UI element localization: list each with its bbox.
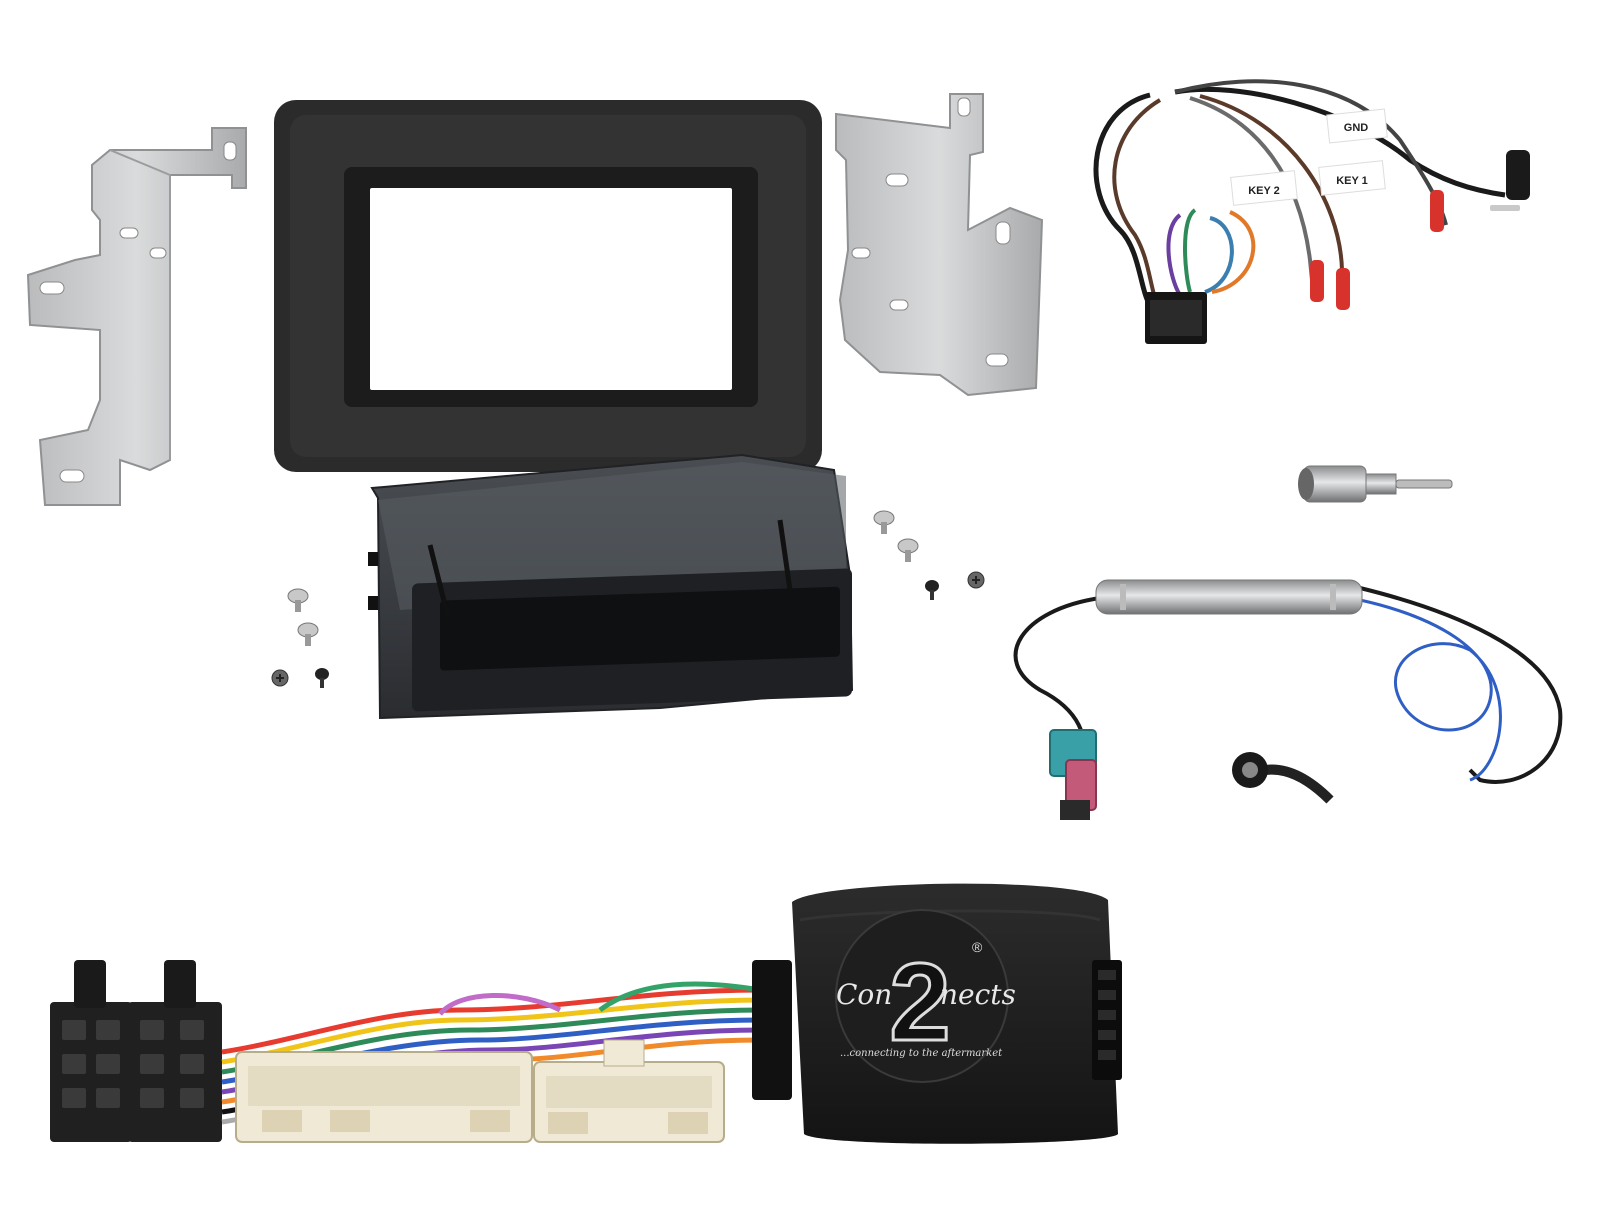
- brand-registered-mark: ®: [972, 939, 983, 955]
- steering-harness-wires: [1093, 79, 1506, 307]
- vehicle-connector-large: [235, 1051, 533, 1143]
- jack-plug-3-5mm: [1490, 150, 1530, 211]
- gnd-label: GND: [1344, 122, 1369, 134]
- storage-pocket: [368, 453, 854, 720]
- screws-right: [873, 510, 985, 600]
- steering-interface-box: [752, 883, 1122, 1144]
- right-mounting-bracket: [835, 93, 1044, 397]
- antenna-adapter-plug: [1298, 465, 1453, 503]
- brand-name-right: nects: [940, 978, 1016, 1011]
- iso-connector-pair: [50, 960, 222, 1142]
- key1-tag: KEY 1: [1318, 160, 1386, 196]
- red-bullet-plugs: [1310, 190, 1444, 310]
- key1-label: KEY 1: [1336, 175, 1368, 187]
- gnd-tag: GND: [1326, 108, 1388, 144]
- key2-tag: KEY 2: [1230, 170, 1298, 206]
- harness-12pin-connector: [1145, 292, 1207, 344]
- fakra-antenna-cable: [1013, 579, 1563, 820]
- brand-logo: 2 ® Con nects ...connecting to the after…: [836, 939, 1016, 1066]
- brand-numeral: 2: [889, 941, 950, 1064]
- brand-name-left: Con: [836, 978, 892, 1011]
- vehicle-connector-small: [533, 1039, 725, 1143]
- screws-left: [271, 588, 329, 688]
- radio-fascia-panel: [274, 100, 822, 472]
- left-mounting-bracket: [26, 127, 247, 506]
- harness-label-tags: GND KEY 2 KEY 1: [1230, 108, 1388, 206]
- brand-tagline: ...connecting to the aftermarket: [840, 1048, 1003, 1059]
- key2-label: KEY 2: [1248, 185, 1280, 197]
